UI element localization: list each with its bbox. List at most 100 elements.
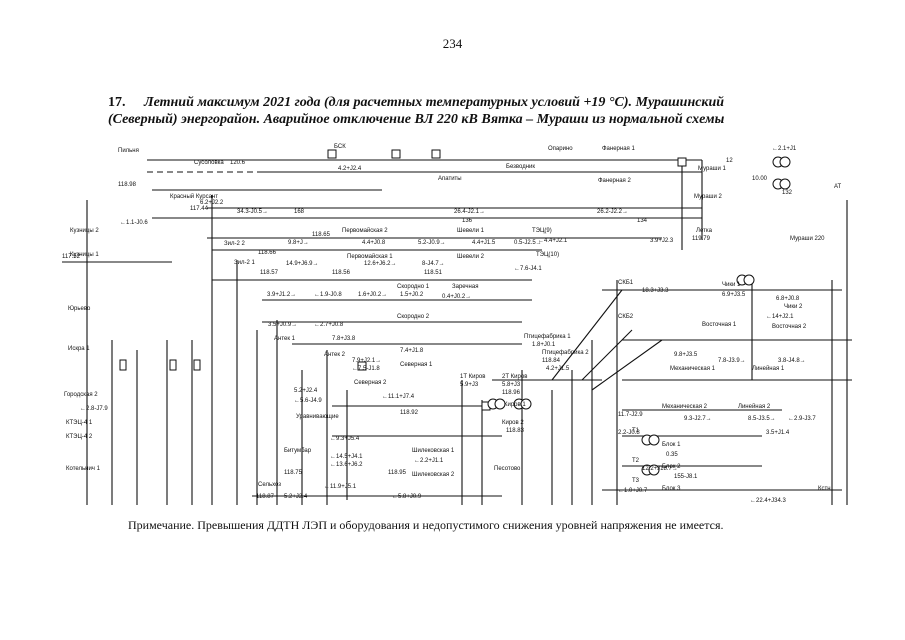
node-apatiti: Апатиты xyxy=(438,176,462,182)
flow-7-8b: 7.8-J3.9→ xyxy=(718,358,746,364)
breaker xyxy=(431,149,441,159)
page-heading: 17.Летний максимум 2021 года (для расчет… xyxy=(108,94,848,128)
breaker xyxy=(357,361,367,371)
node-ptitsefabrika-2: Птицефабрика 2 xyxy=(542,350,589,356)
flow-0-4: 0.4+J0.2→ xyxy=(442,294,471,300)
node-ptitsefabrika-1: Птицефабрика 1 xyxy=(524,334,571,340)
transformer xyxy=(520,398,532,410)
node-lineynaya-1: Линейная 1 xyxy=(752,365,785,372)
node-antek-1: Антек 1 xyxy=(274,336,296,342)
node-ssk-1: СКБ1 xyxy=(618,280,634,286)
voltage-11896: 118.96 xyxy=(502,390,521,396)
flow-14: ←14+J2.1 xyxy=(766,314,794,320)
node-sheveli-1: Шевели 1 xyxy=(457,228,485,234)
node-antek-2: Антек 2 xyxy=(324,352,346,358)
flow-7-4: 7.4+J1.8 xyxy=(400,348,424,354)
label-12: 12 xyxy=(726,158,733,164)
flow-2-8: ←2.8-J7.9 xyxy=(80,406,108,412)
voltage-11744: 117.44 xyxy=(190,206,209,212)
node-kotelnich: Котельнич 1 xyxy=(66,466,101,472)
label-132: 132 xyxy=(782,190,793,196)
node-kuznitsy-1: Кузницы 1 xyxy=(70,252,99,258)
flow-6-8: 6.8+J0.8 xyxy=(776,296,800,302)
flow-5-9: 5.9+J3 xyxy=(460,382,479,388)
flow-9-8: 9.8+J→ xyxy=(288,240,309,246)
flow-1-9: ←1.9-J0.8 xyxy=(314,292,342,298)
flow-11-7: 11.7-J2.9 xyxy=(618,412,643,418)
flow-1-1: ←1.1-J0.6 xyxy=(120,220,148,226)
page-number: 234 xyxy=(442,36,463,51)
flow-168: 168 xyxy=(294,209,305,215)
footnote: Примечание. Превышения ДДТН ЛЭП и оборуд… xyxy=(128,518,724,532)
voltage-11895: 118.95 xyxy=(388,470,407,476)
node-iskra: Искра 1 xyxy=(68,346,90,352)
flow-3-9: 3.9+J1.2→ xyxy=(267,292,296,298)
flow-22-4: ←22.4+J34.3 xyxy=(750,498,787,504)
voltage-11851: 118.51 xyxy=(424,270,443,276)
flow-3-8: 3.8-J4.8→ xyxy=(778,358,806,364)
heading-number: 17. xyxy=(108,95,126,110)
flow-1-8: 1.8+J0.1 xyxy=(532,342,556,348)
voltage-11887: 118.87 xyxy=(256,494,275,500)
flow-11-1: ←11.1+J7.4 xyxy=(382,394,415,400)
flow-2-1: ←2.1+J1 xyxy=(772,146,797,152)
node-chiki-1: Чики 1 xyxy=(722,282,741,288)
flow-3-5: 3.5+J0.9→ xyxy=(268,322,297,328)
flow-8: 8-J4.7→ xyxy=(422,261,445,267)
voltage-10-00: 10.00 xyxy=(752,176,768,182)
transformer xyxy=(648,464,660,476)
flow-2-2: ←2.2+J1.1 xyxy=(414,458,444,464)
flow-18-3: 18.3+J3.3 xyxy=(642,288,669,294)
node-blok-3: Блок 3 xyxy=(662,486,681,492)
grid-lines xyxy=(62,159,852,505)
node-letka: Летка xyxy=(696,228,713,234)
node-yurevo: Юрьево xyxy=(68,306,91,312)
node-severnaya-1: Северная 1 xyxy=(400,362,433,368)
node-opalnoe: Опарино xyxy=(548,146,573,152)
flow-9-3b: 9.3-J2.7→ xyxy=(684,416,712,422)
node-bsk: БСК xyxy=(334,144,346,150)
flow-1-0: ←1.0+J0.7 xyxy=(618,488,648,494)
node-gorodskaya: Городская 2 xyxy=(64,392,98,398)
breaker xyxy=(327,149,337,159)
node-severnaya-2: Северная 2 xyxy=(354,380,387,386)
flow-4-4b: 4.4+J1.5 xyxy=(472,240,496,246)
voltage-11884: 118.84 xyxy=(542,358,561,364)
node-shilikovskaya-1: Шилековская 1 xyxy=(412,448,455,454)
flow-3-9c: 3.9+J2.3 xyxy=(650,238,674,244)
flow-12-6: 12.6+J6.2→ xyxy=(364,261,397,267)
flow-4-4c: ←4.4+J2.1 xyxy=(538,238,568,244)
equipment-symbols xyxy=(119,149,791,476)
voltage-11856: 118.56 xyxy=(332,270,351,276)
flow-2-9: ←2.9-J3.7 xyxy=(788,416,816,422)
voltage-11752: 117.52 xyxy=(62,254,81,260)
voltage-11892: 118.92 xyxy=(400,410,419,416)
breaker xyxy=(193,359,201,371)
flow-1-6: 1.6+J0.2→ xyxy=(358,292,387,298)
node-bezvodnik: Безводник xyxy=(506,164,535,170)
flow-5-8b: 5.8+J3 xyxy=(502,382,521,388)
flow-susolovka: 6.2+J2.2 xyxy=(200,200,224,206)
flow-11-9: ←11.9+J5.1 xyxy=(324,484,357,490)
voltage-11865: 118.65 xyxy=(312,232,331,238)
node-blok-2: Блок 2 xyxy=(662,464,681,470)
breaker xyxy=(391,149,401,159)
flow-2-2b: 2.2-J0.8 xyxy=(618,430,640,436)
flow-7-6: ←7.6-J4.1 xyxy=(514,266,542,272)
node-chiki-2: Чики 2 xyxy=(784,304,803,310)
flow-7-9: 7.9+J2.1→ xyxy=(352,358,381,364)
transformer xyxy=(779,178,791,190)
breaker xyxy=(169,359,177,371)
node-kuznitsy-2: Кузницы 2 xyxy=(70,228,99,234)
node-selkhoz: Сельхоз xyxy=(258,482,281,488)
flow-7-8: 7.8+J3.8 xyxy=(332,336,356,342)
node-skorodno-2: Скородно 2 xyxy=(397,314,430,320)
transformer xyxy=(743,274,755,286)
flow-26-2: 26.2-J2.2→ xyxy=(597,209,628,215)
transformer xyxy=(494,398,506,410)
node-lineynaya-2: Линейная 2 xyxy=(738,403,771,410)
node-uravnyayuschie: Уравнивающие xyxy=(296,414,339,420)
flow-5-8: ←5.8+J0.9 xyxy=(392,494,422,500)
voltage-11875: 118.75 xyxy=(284,470,303,476)
label-0-35: 0.35 xyxy=(666,452,678,458)
